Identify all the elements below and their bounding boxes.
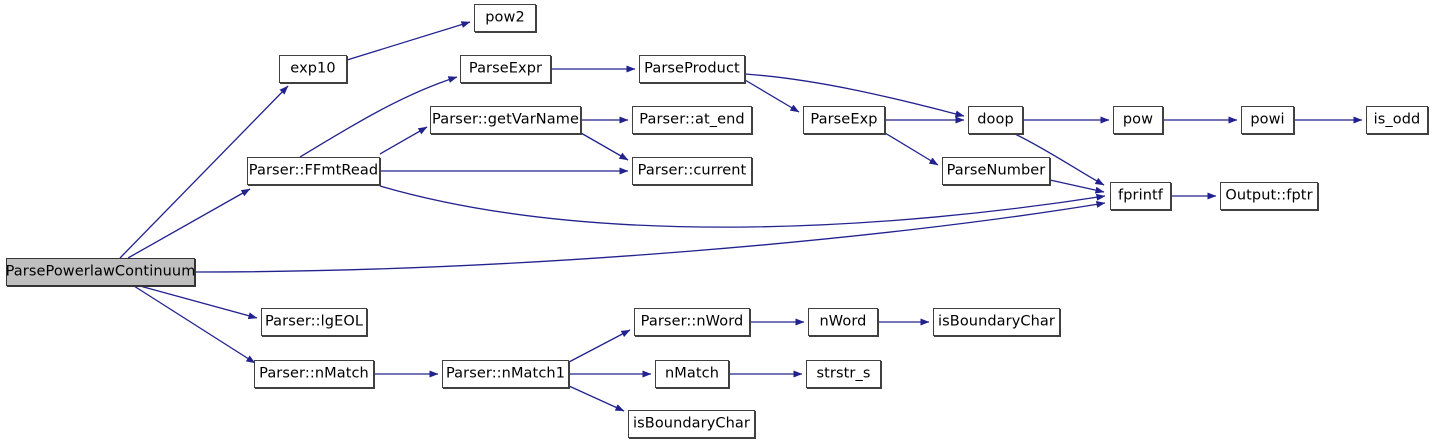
graph-node-label: ParseExp bbox=[810, 111, 878, 128]
graph-node-label: exp10 bbox=[290, 60, 336, 77]
graph-edge-9 bbox=[379, 185, 1106, 228]
graph-node-n19[interactable]: Parser::nMatch1 bbox=[442, 360, 569, 388]
graph-node-label: ParseNumber bbox=[946, 162, 1046, 179]
graph-node-n9[interactable]: ParseExp bbox=[803, 106, 885, 134]
graph-node-label: pow2 bbox=[485, 9, 525, 26]
graph-node-label: isBoundaryChar bbox=[938, 313, 1055, 330]
graph-node-n14[interactable]: is_odd bbox=[1366, 106, 1428, 134]
graph-node-n23[interactable]: nWord bbox=[808, 308, 878, 336]
graph-node-label: pow bbox=[1122, 111, 1154, 128]
graph-node-n13[interactable]: powi bbox=[1241, 106, 1294, 134]
graph-edge-16 bbox=[884, 132, 939, 166]
graph-node-label: doop bbox=[977, 111, 1014, 128]
graph-node-n18[interactable]: Parser::nMatch bbox=[254, 360, 374, 388]
graph-node-label: ParseProduct bbox=[644, 60, 740, 77]
graph-node-label: Parser::lgEOL bbox=[264, 313, 364, 330]
graph-node-n17[interactable]: Parser::lgEOL bbox=[261, 308, 367, 336]
graph-node-n8[interactable]: Parser::current bbox=[632, 157, 752, 185]
graph-node-n2[interactable]: pow2 bbox=[474, 4, 536, 32]
graph-node-n3[interactable]: Parser::FFmtRead bbox=[247, 157, 380, 185]
graph-node-label: ParsePowerlawContinuum bbox=[5, 263, 196, 280]
graph-node-n0[interactable]: ParsePowerlawContinuum bbox=[6, 258, 195, 286]
graph-node-label: strstr_s bbox=[816, 365, 871, 382]
graph-node-label: powi bbox=[1250, 111, 1285, 128]
graph-node-label: Parser::FFmtRead bbox=[248, 162, 379, 179]
graph-node-n11[interactable]: doop bbox=[968, 106, 1023, 134]
graph-node-n4[interactable]: ParseExpr bbox=[460, 55, 551, 83]
graph-edge-4 bbox=[194, 200, 1106, 273]
graph-node-label: ParseExpr bbox=[468, 60, 543, 77]
graph-edge-1 bbox=[127, 188, 251, 259]
graph-node-label: Parser::current bbox=[637, 162, 747, 179]
graph-node-n20[interactable]: Parser::nWord bbox=[634, 308, 750, 336]
graph-edge-24 bbox=[568, 329, 631, 363]
graph-node-label: Parser::at_end bbox=[639, 111, 745, 128]
graph-node-label: isBoundaryChar bbox=[633, 415, 750, 432]
graph-node-n10[interactable]: ParseNumber bbox=[942, 157, 1050, 185]
graph-edge-3 bbox=[133, 285, 256, 364]
graph-node-n16[interactable]: Output::fptr bbox=[1220, 182, 1318, 210]
graph-edge-12 bbox=[580, 132, 629, 161]
graph-node-label: is_odd bbox=[1373, 111, 1421, 128]
graph-node-n24[interactable]: isBoundaryChar bbox=[933, 308, 1060, 336]
graph-node-label: Parser::getVarName bbox=[432, 111, 579, 128]
graph-node-n15[interactable]: fprintf bbox=[1110, 182, 1171, 210]
graph-node-n22[interactable]: isBoundaryChar bbox=[628, 410, 755, 438]
graph-edge-5 bbox=[346, 21, 471, 61]
graph-node-n1[interactable]: exp10 bbox=[279, 55, 347, 83]
graph-edge-7 bbox=[379, 126, 428, 155]
graph-node-label: Parser::nMatch bbox=[259, 365, 369, 382]
graph-node-label: Parser::nWord bbox=[640, 313, 744, 330]
graph-node-n7[interactable]: Parser::at_end bbox=[632, 106, 752, 134]
graph-node-label: nWord bbox=[819, 313, 867, 330]
graph-node-n12[interactable]: pow bbox=[1113, 106, 1163, 134]
graph-edge-26 bbox=[568, 385, 625, 412]
graph-node-n21[interactable]: nMatch bbox=[655, 360, 729, 388]
graph-node-label: nMatch bbox=[664, 365, 720, 382]
graph-node-label: Output::fptr bbox=[1225, 187, 1313, 204]
graph-node-n6[interactable]: Parser::getVarName bbox=[430, 106, 581, 134]
graph-node-n25[interactable]: strstr_s bbox=[806, 360, 881, 388]
graph-node-label: fprintf bbox=[1118, 187, 1163, 204]
graph-edge-2 bbox=[139, 285, 258, 320]
graph-edge-19 bbox=[1049, 179, 1105, 194]
graph-node-label: Parser::nMatch1 bbox=[445, 365, 566, 382]
graph-node-n5[interactable]: ParseProduct bbox=[639, 55, 745, 83]
graph-edge-13 bbox=[744, 79, 800, 113]
